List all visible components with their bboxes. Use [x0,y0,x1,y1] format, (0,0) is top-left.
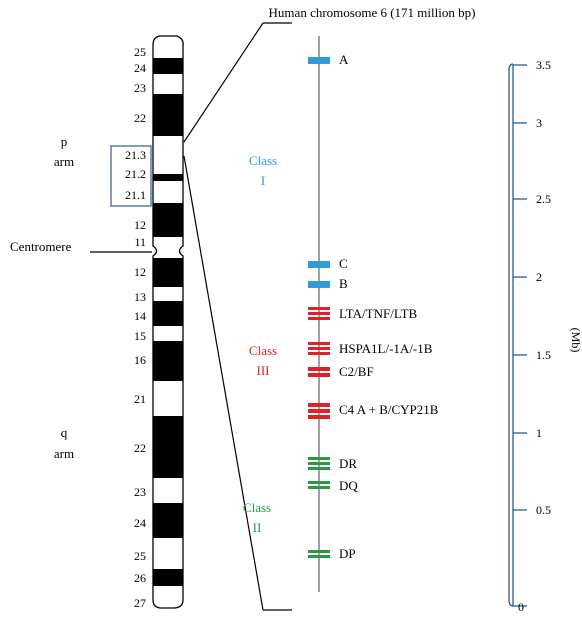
class-labels: Class I Class III Class II [243,153,277,535]
mb-tick-label: 1 [536,426,542,440]
chromosome-ideogram [152,35,184,609]
zoom-line-top [183,22,264,143]
band-q16 [153,341,183,381]
mb-scale-bracket [508,63,514,607]
mb-scale: 3.5 3 2.5 2 1.5 1 0.5 0 (Mb) [508,58,582,614]
band-p24 [153,58,183,74]
class-i-numeral: I [261,173,265,188]
band-label: 12 [134,218,146,232]
band-label: 22 [134,441,146,455]
gene-marker-c4 [308,403,330,419]
band-label: 25 [134,549,146,563]
mb-tick-label: 3 [536,116,542,130]
band-label: 22 [134,111,146,125]
band-label: 21.1 [125,188,146,202]
gene-label-dp: DP [339,546,356,561]
band-q14 [153,301,183,326]
band-q26 [153,569,183,586]
gene-marker-lta [308,307,330,320]
q-arm-sub: arm [54,446,74,461]
band-p12 [153,203,183,237]
band-label: 24 [134,516,146,530]
mb-tick-label: 3.5 [536,58,551,72]
diagram-title: Human chromosome 6 (171 million bp) [269,5,476,20]
gene-label-c: C [339,256,348,271]
band-label: 21.3 [125,148,146,162]
mb-tick-label: 1.5 [536,348,551,362]
mb-tick-label: 0.5 [536,503,551,517]
band-label: 14 [134,309,146,323]
p-arm-sub: arm [54,154,74,169]
band-label: 26 [134,571,146,585]
gene-marker-hspa1l [308,342,330,355]
mb-axis-label: (Mb) [569,328,582,353]
class-ii-label: Class [243,500,271,515]
gene-marker-a [308,57,330,64]
band-label: 23 [134,81,146,95]
centromere-label: Centromere [10,239,72,254]
gene-label-c2bf: C2/BF [339,364,374,379]
mb-tick-label: 0 [518,600,524,614]
class-i-label: Class [249,153,277,168]
gene-marker-dp [308,550,330,558]
zoom-line-bottom [183,155,264,611]
band-label: 21 [134,392,146,406]
gene-markers: A C B LTA/TNF/LTB HSPA1L/-1A/-1B C2/BF [308,52,439,561]
band-q12 [153,258,183,287]
gene-marker-c2bf [308,367,330,377]
band-label: 16 [134,353,146,367]
q-arm-label: q [61,425,68,440]
class-ii-numeral: II [253,520,262,535]
gene-label-lta: LTA/TNF/LTB [339,306,418,321]
mb-scale-labels: 3.5 3 2.5 2 1.5 1 0.5 0 [518,58,551,614]
band-label: 13 [134,290,146,304]
gene-marker-dq [308,481,330,489]
gene-label-dq: DQ [339,478,358,493]
gene-marker-dr [308,457,330,470]
class-iii-label: Class [249,343,277,358]
band-label: 24 [134,61,146,75]
gene-label-c4: C4 A + B/CYP21B [339,402,439,417]
gene-marker-b [308,281,330,288]
gene-label-dr: DR [339,456,357,471]
band-label: 27 [134,596,146,610]
band-label: 21.2 [125,167,146,181]
band-p22 [153,94,183,136]
band-label: 23 [134,485,146,499]
band-label: 15 [134,329,146,343]
class-iii-numeral: III [257,363,270,378]
gene-marker-c [308,261,330,268]
mb-tick-label: 2 [536,270,542,284]
band-p21-2 [153,174,183,181]
band-label: 12 [134,265,146,279]
gene-label-hspa1l: HSPA1L/-1A/-1B [339,341,433,356]
mb-scale-ticks [513,64,527,607]
mb-tick-label: 2.5 [536,192,551,206]
gene-label-b: B [339,276,348,291]
arm-labels: p arm q arm [54,134,74,461]
band-label: 11 [134,235,146,249]
p-arm-label: p [61,134,68,149]
band-labels: 25 24 23 22 21.3 21.2 21.1 12 11 12 13 1… [125,45,146,610]
region-highlight-box [110,145,152,207]
band-q22 [153,416,183,478]
band-q24 [153,503,183,538]
gene-label-a: A [339,52,349,67]
band-label: 25 [134,45,146,59]
